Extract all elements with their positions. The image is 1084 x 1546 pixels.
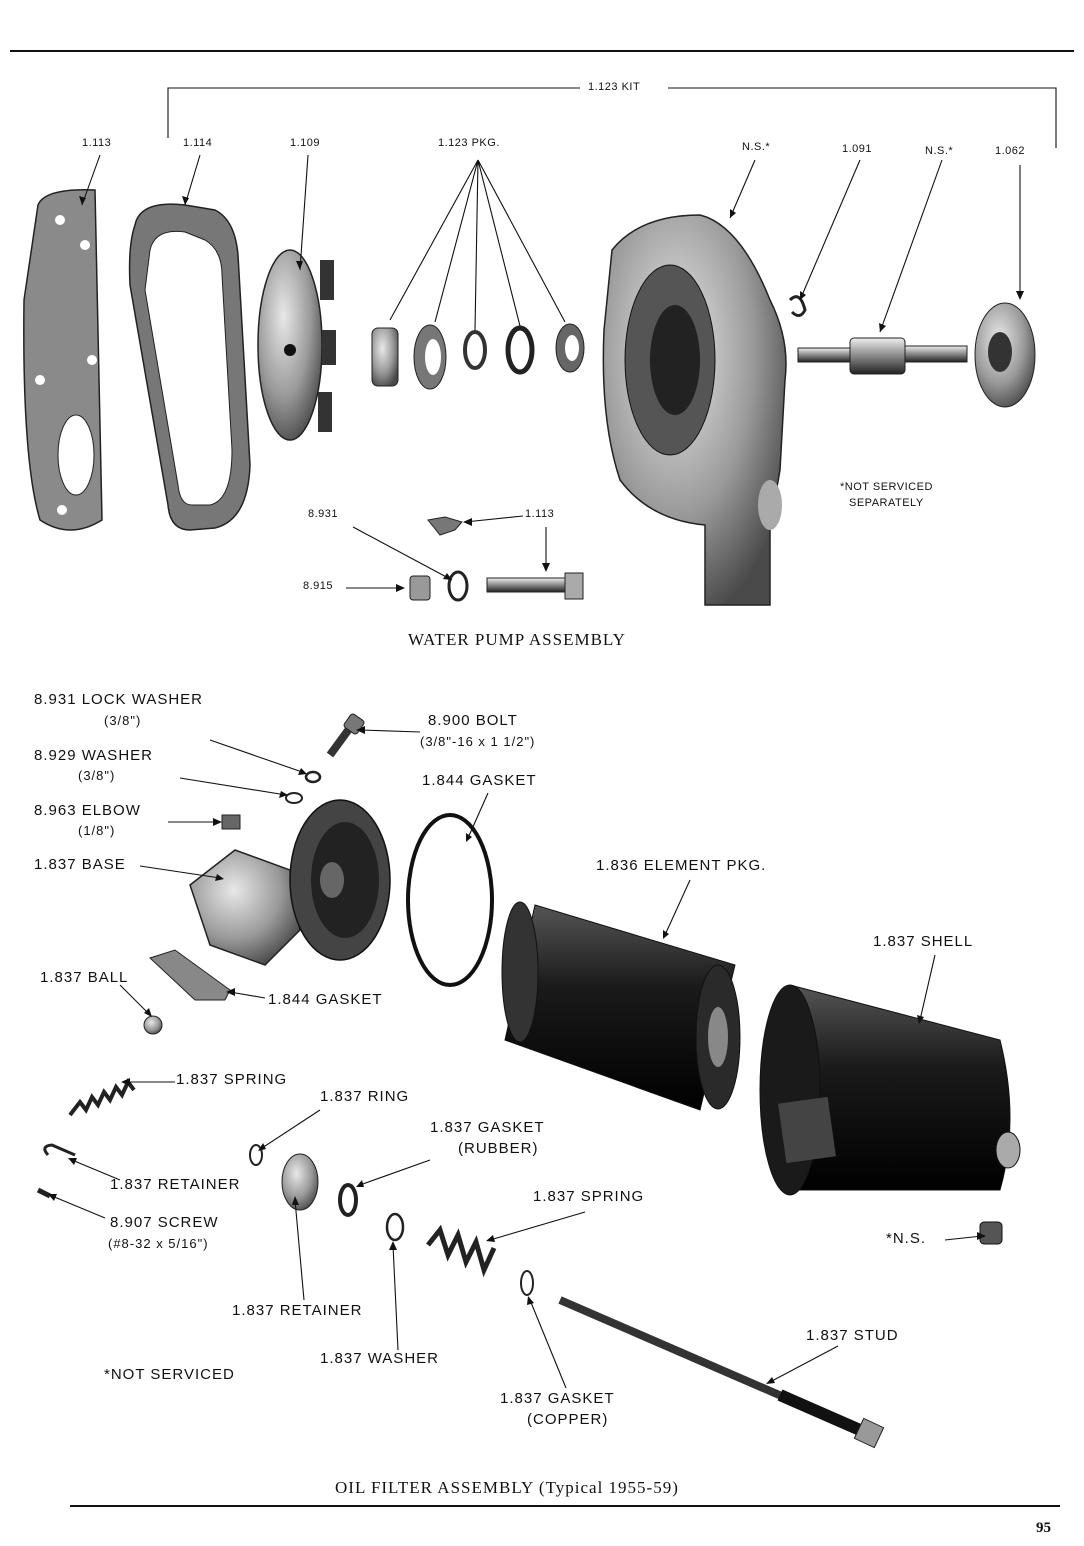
label-gasket-copper-sub: (COPPER)	[527, 1411, 609, 1428]
spring-part	[68, 1078, 136, 1117]
top-rule	[10, 50, 1074, 52]
label-flange: 1.062	[995, 145, 1026, 157]
label-element-pkg: 1.836 ELEMENT PKG.	[596, 857, 767, 874]
filter-shell	[759, 984, 1021, 1196]
water-pump-leaders	[79, 154, 1024, 592]
label-gasket-base: 1.844 GASKET	[268, 991, 383, 1008]
elbow-part	[221, 814, 241, 830]
water-pump-title: WATER PUMP ASSEMBLY	[408, 630, 626, 649]
rubber-gasket-part	[338, 1183, 358, 1217]
label-washer-size: (3/8")	[78, 768, 116, 783]
retainer-cup-part	[281, 1153, 319, 1211]
label-shaft-ns: N.S.*	[925, 145, 954, 157]
kit-label: 1.123 KIT	[588, 81, 641, 93]
label-screw: 8.907 SCREW	[110, 1214, 219, 1231]
label-washer-bottom: 1.837 WASHER	[320, 1350, 439, 1367]
copper-gasket-part	[520, 1270, 534, 1296]
label-not-serviced: *NOT SERVICED	[104, 1366, 235, 1383]
label-housing-ns: N.S.*	[742, 141, 771, 153]
page-number: 95	[1036, 1520, 1051, 1536]
fastener-group	[409, 516, 584, 602]
gasket-ring-large	[406, 813, 494, 987]
label-gasket-1114: 1.114	[183, 137, 213, 149]
label-ring: 1.837 RING	[320, 1088, 410, 1105]
pump-housing	[602, 214, 787, 606]
retainer-clip-part	[43, 1143, 76, 1157]
label-shell: 1.837 SHELL	[873, 933, 974, 950]
impeller	[257, 249, 336, 441]
washer-part	[285, 792, 303, 804]
label-gasket-copper: 1.837 GASKET	[500, 1390, 615, 1407]
label-elbow: 8.963 ELBOW	[34, 802, 141, 819]
label-stud: 1.837 STUD	[806, 1327, 899, 1344]
plug-part	[979, 1221, 1003, 1245]
shaft-clip	[788, 295, 807, 317]
bottom-rule	[70, 1505, 1060, 1507]
filter-base	[189, 799, 391, 966]
label-fitting-1113: 1.113	[525, 508, 555, 520]
base-gasket	[149, 949, 231, 1001]
bolt-part	[326, 713, 365, 758]
pump-shaft-bearing	[797, 337, 968, 375]
label-seal-pkg: 1.123 PKG.	[438, 137, 500, 149]
label-spring-left: 1.837 SPRING	[176, 1071, 288, 1088]
label-screw-size: (#8-32 x 5/16")	[108, 1236, 209, 1251]
spring-right-part	[426, 1224, 497, 1278]
label-lock-washer-8931: 8.931	[308, 508, 339, 520]
label-gasket-1113: 1.113	[82, 137, 112, 149]
label-nut-8915: 8.915	[303, 580, 334, 592]
label-gasket-rubber: 1.837 GASKET	[430, 1119, 545, 1136]
label-gasket-top: 1.844 GASKET	[422, 772, 537, 789]
ball-part	[143, 1015, 163, 1035]
lock-washer-part	[304, 770, 322, 784]
seal-package	[371, 323, 585, 390]
label-lock-washer: 8.931 LOCK WASHER	[34, 691, 203, 708]
label-ball: 1.837 BALL	[40, 969, 129, 986]
label-gasket-rubber-sub: (RUBBER)	[458, 1140, 539, 1157]
label-elbow-size: (1/8")	[78, 823, 116, 838]
filter-element	[501, 901, 741, 1111]
label-not-serviced-1: *NOT SERVICED	[840, 481, 933, 493]
stud-part	[558, 1296, 885, 1449]
label-retainer-clip: 1.837 RETAINER	[110, 1176, 241, 1193]
label-lock-washer-size: (3/8")	[104, 713, 142, 728]
label-clip: 1.091	[842, 143, 873, 155]
label-impeller: 1.109	[290, 137, 321, 149]
pulley-flange	[974, 302, 1036, 408]
label-not-serviced-2: SEPARATELY	[849, 497, 924, 509]
label-retainer-cup: 1.837 RETAINER	[232, 1302, 363, 1319]
label-washer: 8.929 WASHER	[34, 747, 153, 764]
oil-filter-title: OIL FILTER ASSEMBLY (Typical 1955-59)	[335, 1478, 679, 1497]
kit-bracket	[167, 87, 1057, 148]
oil-filter-leaders	[48, 726, 986, 1389]
label-spring-right: 1.837 SPRING	[533, 1188, 645, 1205]
washer-bottom-part	[385, 1212, 405, 1242]
pump-gasket	[128, 203, 251, 531]
label-bolt-size: (3/8"-16 x 1 1/2")	[420, 734, 536, 749]
label-bolt: 8.900 BOLT	[428, 712, 518, 729]
label-ns-plug: *N.S.	[886, 1230, 927, 1247]
label-base: 1.837 BASE	[34, 856, 126, 873]
ring-part	[249, 1144, 263, 1166]
backing-plate-gasket	[23, 189, 103, 531]
screw-part	[36, 1187, 52, 1199]
